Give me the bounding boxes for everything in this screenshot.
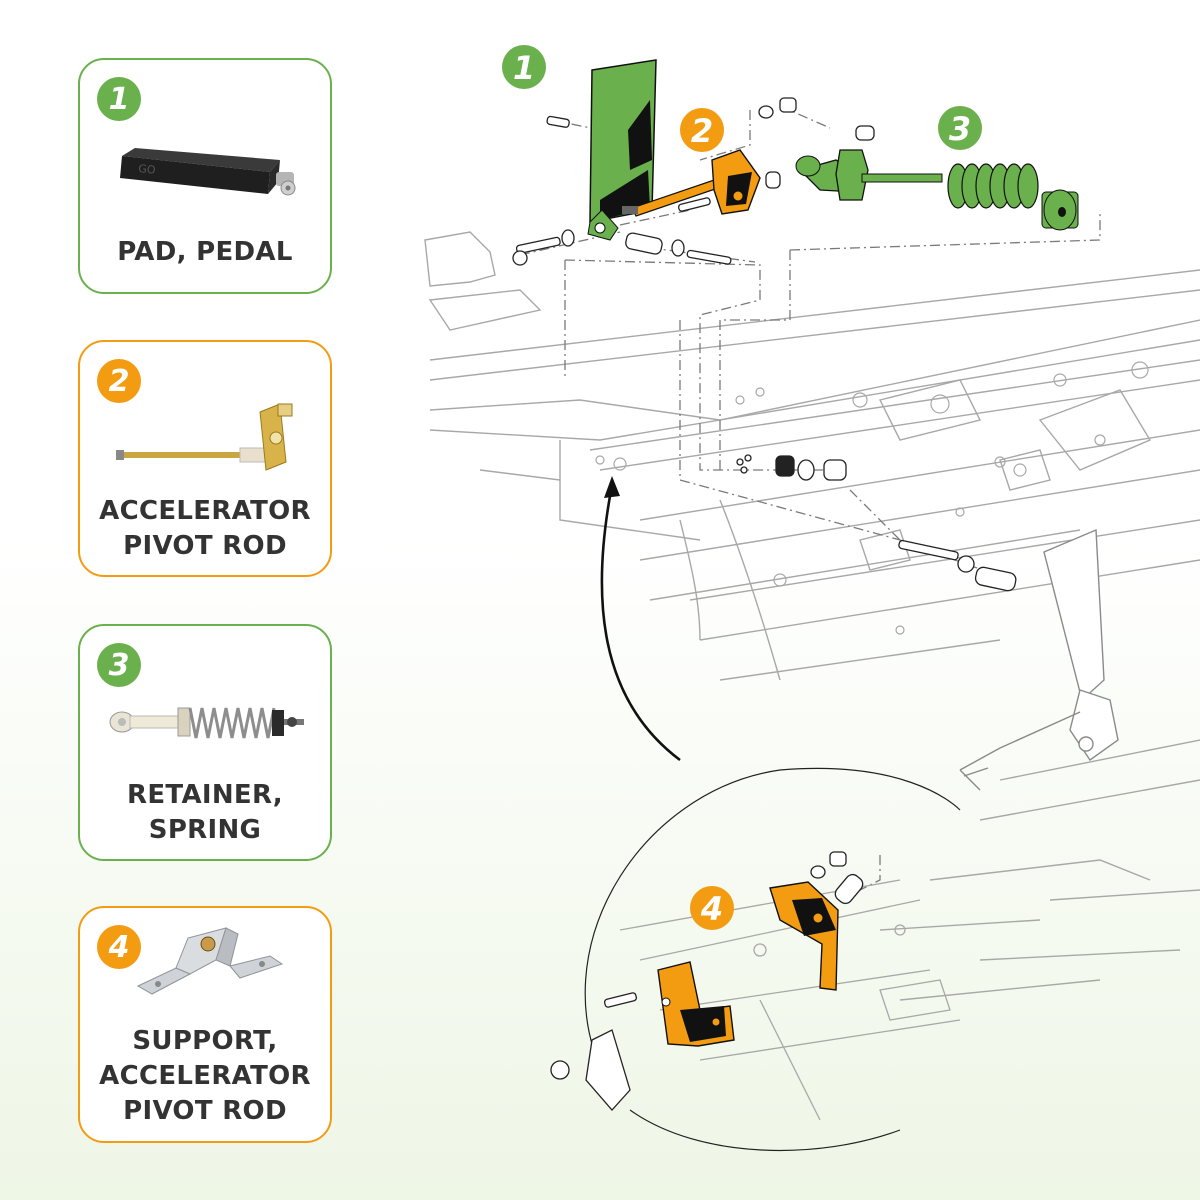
part-label-accelerator-pivot-rod: ACCELERATOR PIVOT ROD [99, 496, 311, 561]
retainer-spring-photo [109, 707, 304, 739]
part-card-accelerator-pivot-rod: 2 ACCELERATOR PIVOT ROD [78, 340, 332, 577]
support-bracket-photo [136, 927, 284, 995]
assembled-pedal-outline [959, 528, 1119, 791]
part-card-pad-pedal: 1 GO PAD, PEDAL [78, 58, 332, 294]
pedal-pad-photo: GO [120, 148, 296, 196]
svg-text:1: 1 [513, 49, 535, 87]
diagram-part-2-pivot-rod [622, 149, 761, 217]
chassis-frame [424, 231, 1200, 1001]
svg-text:1: 1 [109, 82, 130, 117]
part-badge-3: 3 [97, 643, 141, 687]
svg-text:3: 3 [949, 110, 971, 148]
detail-callout [584, 476, 961, 1152]
part-label-pad-pedal: PAD, PEDAL [117, 237, 293, 267]
part-label-retainer-spring: RETAINER, SPRING [127, 780, 283, 845]
svg-text:4: 4 [108, 930, 130, 965]
accelerator-pivot-rod-photo [116, 403, 293, 471]
svg-text:2: 2 [109, 364, 130, 399]
diagram-lower-hardware [736, 454, 1017, 592]
frame-holes [595, 361, 1149, 635]
diagram-hardware [512, 97, 875, 266]
svg-text:GO: GO [138, 162, 157, 177]
svg-text:4: 4 [700, 890, 723, 928]
svg-text:3: 3 [109, 648, 130, 683]
part-card-support-accelerator-pivot-rod: 4 SUPPORT, ACCELERATOR PIVOT ROD [78, 906, 332, 1143]
part-label-support-accelerator-pivot-rod: SUPPORT, ACCELERATOR PIVOT ROD [99, 1026, 311, 1126]
part-badge-1: 1 [97, 77, 141, 121]
diagram-part-3-spring-retainer [795, 149, 1079, 231]
diagram-callout-3: 3 [938, 106, 982, 150]
diagram-callout-2: 2 [680, 108, 724, 152]
svg-text:2: 2 [691, 112, 713, 150]
diagram-part-4-support [657, 881, 839, 1047]
diagram-callout-1: 1 [502, 45, 546, 89]
detail-frame [619, 879, 961, 1121]
diagram-callout-4: 4 [690, 886, 734, 930]
part-badge-4: 4 [97, 925, 141, 969]
part-badge-2: 2 [97, 359, 141, 403]
part-card-retainer-spring: 3 RETAINER, SPRING [78, 624, 332, 861]
detail-hardware [550, 851, 864, 1111]
